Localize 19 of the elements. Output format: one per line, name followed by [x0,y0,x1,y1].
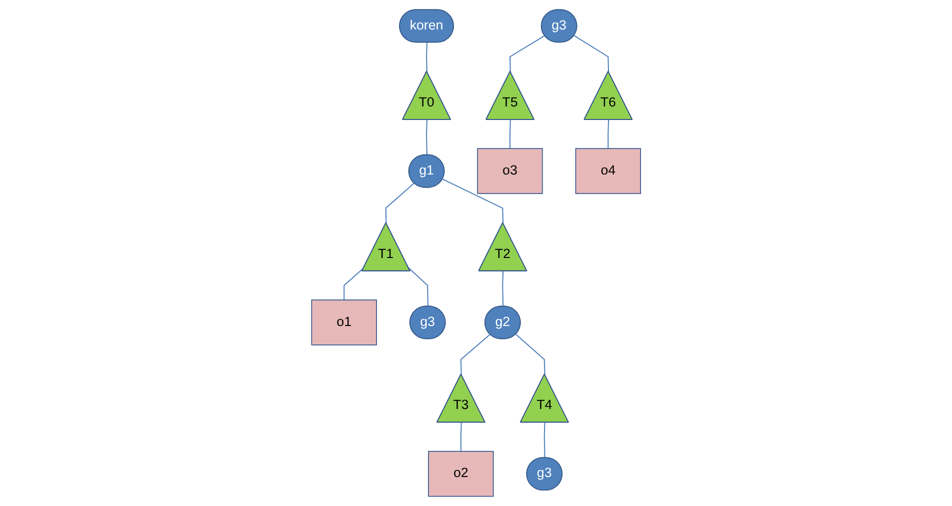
connector [442,178,504,224]
node-box: o2 [428,450,494,497]
connector [509,35,546,72]
node-box: o4 [575,148,641,194]
connector [460,334,490,376]
connector [574,35,609,72]
connector [515,334,546,376]
connector [502,270,504,308]
node-box: o3 [477,148,543,194]
connector [343,267,364,300]
connector [608,119,609,150]
connector [408,267,428,308]
connector [426,42,428,72]
connector [426,119,428,156]
node-box: o1 [311,300,377,346]
connector [385,182,415,224]
connector [544,422,546,458]
connector [509,119,511,150]
connector [460,422,462,452]
